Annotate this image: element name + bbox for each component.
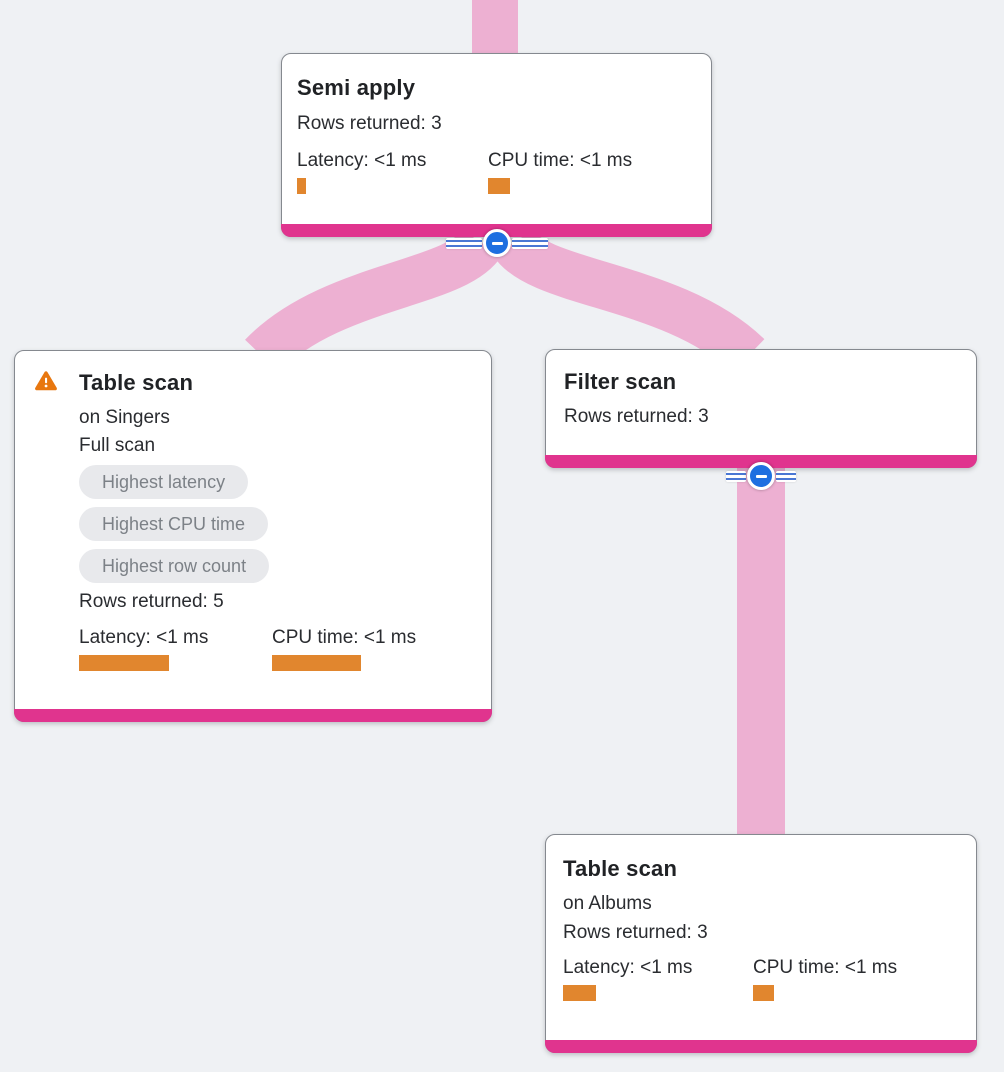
collapse-grip-lines [726, 470, 746, 482]
latency-bar [297, 178, 306, 194]
cpu-metric: CPU time: <1 ms [488, 150, 711, 194]
badge-highest-cpu-time: Highest CPU time [79, 507, 269, 541]
rows-returned: Rows returned: 3 [297, 113, 442, 134]
latency-metric: Latency: <1 ms [563, 957, 753, 1001]
collapse-children-button-filter-scan[interactable] [726, 462, 796, 490]
cpu-metric: CPU time: <1 ms [753, 957, 976, 1001]
node-title: Table scan [563, 856, 678, 881]
cpu-bar [488, 178, 510, 194]
node-semi-apply[interactable]: Semi apply Rows returned: 3 Latency: <1 … [281, 53, 712, 237]
badge-list: Highest latency Highest CPU time Highest… [79, 465, 491, 583]
node-subtitle: on Singers [79, 407, 170, 428]
cpu-bar [272, 655, 361, 671]
latency-label: Latency: <1 ms [297, 150, 427, 171]
badge-highest-row-count: Highest row count [79, 549, 270, 583]
collapse-grip-lines [446, 237, 482, 249]
warning-icon [34, 370, 58, 392]
minus-circle-icon [747, 462, 775, 490]
node-accent-bar [545, 455, 977, 468]
minus-circle-icon [483, 229, 511, 257]
latency-label: Latency: <1 ms [79, 627, 209, 648]
latency-label: Latency: <1 ms [563, 957, 693, 978]
node-accent-bar [545, 1040, 977, 1053]
node-table-scan-singers[interactable]: Table scan on Singers Full scan Highest … [14, 350, 492, 722]
rows-returned: Rows returned: 5 [79, 591, 224, 612]
edge-semi-apply-to-table-scan-singers [245, 228, 502, 373]
node-accent-bar [14, 709, 492, 722]
collapse-children-button-semi-apply[interactable] [446, 229, 548, 257]
collapse-grip-lines [512, 237, 548, 249]
latency-metric: Latency: <1 ms [297, 150, 488, 194]
cpu-label: CPU time: <1 ms [753, 957, 898, 978]
node-table-scan-albums[interactable]: Table scan on Albums Rows returned: 3 La… [545, 834, 977, 1053]
edge-semi-apply-to-filter-scan [493, 228, 765, 374]
rows-returned: Rows returned: 3 [564, 406, 709, 427]
badge-highest-latency: Highest latency [79, 465, 249, 499]
cpu-metric: CPU time: <1 ms [272, 627, 491, 671]
node-subtitle: on Albums [563, 893, 652, 914]
collapse-grip-lines [776, 470, 796, 482]
node-filter-scan[interactable]: Filter scan Rows returned: 3 [545, 349, 977, 468]
cpu-label: CPU time: <1 ms [488, 150, 633, 171]
latency-bar [79, 655, 169, 671]
scan-mode: Full scan [79, 435, 156, 456]
cpu-bar [753, 985, 774, 1001]
latency-metric: Latency: <1 ms [79, 627, 272, 671]
node-title: Table scan [79, 370, 194, 395]
metrics-row: Latency: <1 ms CPU time: <1 ms [563, 957, 976, 1001]
node-title: Filter scan [564, 369, 677, 394]
latency-bar [563, 985, 596, 1001]
cpu-label: CPU time: <1 ms [272, 627, 417, 648]
metrics-row: Latency: <1 ms CPU time: <1 ms [79, 627, 491, 671]
node-title: Semi apply [297, 75, 416, 100]
metrics-row: Latency: <1 ms CPU time: <1 ms [297, 150, 711, 194]
rows-returned: Rows returned: 3 [563, 922, 708, 943]
